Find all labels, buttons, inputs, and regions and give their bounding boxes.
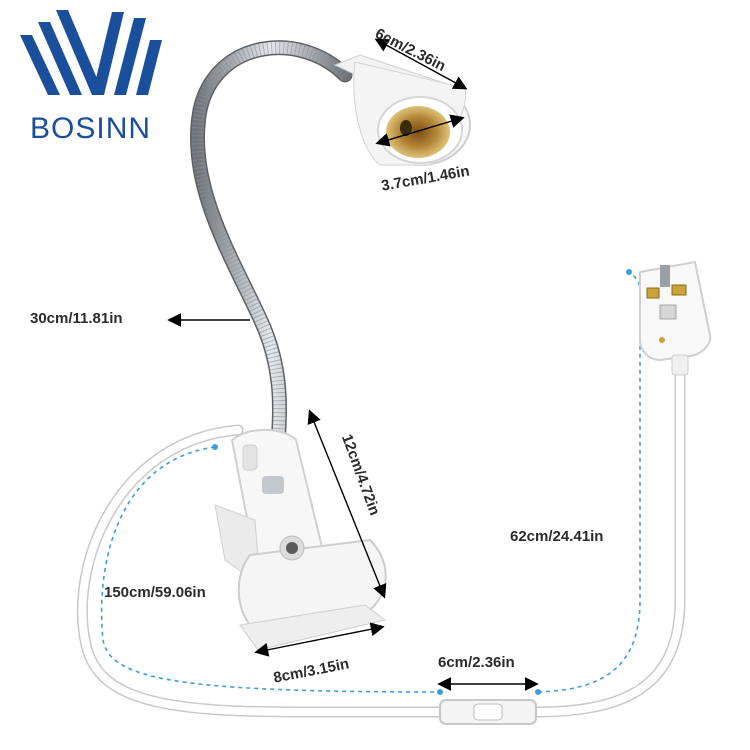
dashed-guides: [100, 271, 641, 693]
bosinn-logo-icon: [20, 10, 162, 95]
power-cable: [76, 324, 686, 718]
gooseneck-length-label: 30cm/11.81in: [30, 310, 123, 327]
inline-rocker-switch-icon: [439, 699, 537, 725]
gooseneck-arm: [189, 40, 353, 488]
uk-plug-icon: [639, 260, 712, 376]
brand-name: BOSINN: [30, 112, 152, 145]
e27-lamp-socket-icon: [333, 54, 471, 166]
dimension-arrows: [167, 38, 539, 691]
cable-to-plug-label: 62cm/24.41in: [510, 528, 604, 545]
switch-length-label: 6cm/2.36in: [438, 654, 515, 671]
cable-to-switch-label: 150cm/59.06in: [104, 584, 206, 601]
